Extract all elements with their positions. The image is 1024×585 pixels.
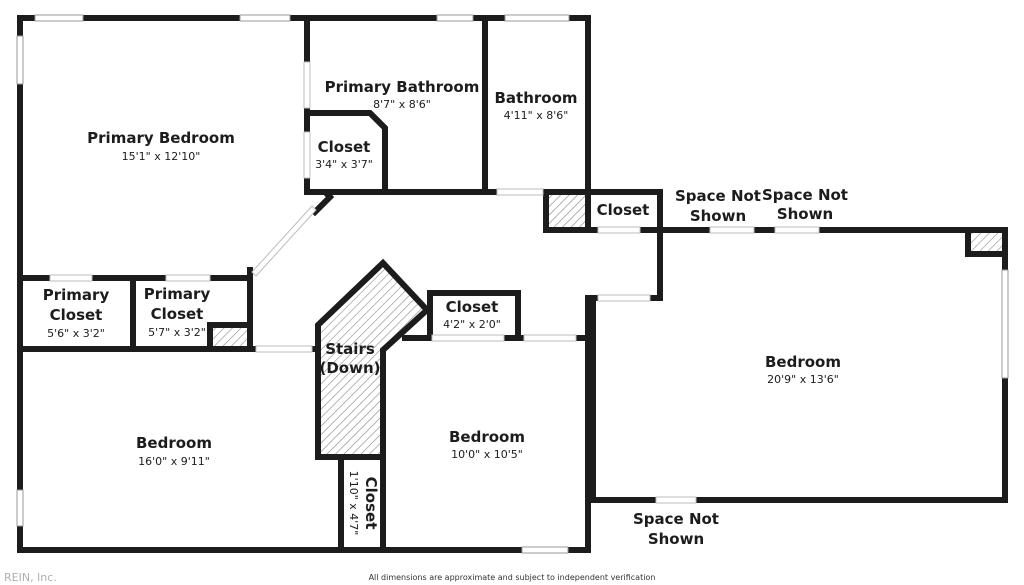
room-closet-mid: Closet 4'2" x 2'0" [443, 298, 501, 331]
room-name: Closet [446, 298, 499, 316]
room-closet-bath: Closet 3'4" x 3'7" [315, 138, 373, 171]
space-not-shown-line1: Space Not [675, 187, 761, 205]
room-name: Bedroom [136, 434, 212, 452]
space-not-shown-3: Space Not Shown [633, 510, 719, 548]
room-bedroom-left: Bedroom 16'0" x 9'11" [136, 434, 212, 468]
door-openings [49, 61, 820, 504]
room-bedroom-mid: Bedroom 10'0" x 10'5" [449, 428, 525, 461]
space-not-shown-1: Space Not Shown [675, 187, 761, 225]
room-name: Closet [597, 201, 650, 219]
mls-watermark: REIN, Inc. [4, 571, 57, 584]
room-closet-small: Closet 1'10" x 4'7" [347, 471, 380, 536]
room-bedroom-right: Bedroom 20'9" x 13'6" [765, 353, 841, 386]
room-name: Closet [362, 477, 380, 530]
disclaimer-note: All dimensions are approximate and subje… [369, 573, 656, 582]
chimney-hatch-left [213, 328, 248, 347]
room-name-line2: Closet [50, 306, 103, 324]
room-primary-bathroom: Primary Bathroom 8'7" x 8'6" [325, 78, 480, 111]
stairs-hatch [318, 263, 427, 455]
room-dims: 5'6" x 3'2" [47, 327, 105, 340]
space-not-shown-line2: Shown [648, 530, 704, 548]
room-name-line1: Primary [43, 286, 110, 304]
room-dims: 1'10" x 4'7" [347, 471, 360, 536]
room-name-line2: Closet [151, 305, 204, 323]
room-dims: 8'7" x 8'6" [373, 98, 431, 111]
stairs-label-line1: Stairs [325, 340, 375, 358]
room-dims: 5'7" x 3'2" [148, 326, 206, 339]
room-dims: 4'2" x 2'0" [443, 318, 501, 331]
room-name: Primary Bathroom [325, 78, 480, 96]
room-bathroom: Bathroom 4'11" x 8'6" [494, 89, 577, 122]
chimney-hatch-hall [549, 195, 585, 229]
stairs-label-line2: (Down) [319, 359, 380, 377]
room-name: Closet [318, 138, 371, 156]
space-not-shown-line1: Space Not [762, 186, 848, 204]
stairs-label: Stairs (Down) [319, 340, 380, 377]
space-not-shown-line2: Shown [777, 205, 833, 223]
space-not-shown-2: Space Not Shown [762, 186, 848, 223]
room-name: Bathroom [494, 89, 577, 107]
room-dims: 15'1" x 12'10" [122, 150, 201, 163]
room-dims: 4'11" x 8'6" [504, 109, 569, 122]
room-primary-bedroom: Primary Bedroom 15'1" x 12'10" [87, 129, 235, 163]
room-name: Primary Bedroom [87, 129, 235, 147]
room-primary-closet-1: Primary Closet 5'6" x 3'2" [43, 286, 110, 340]
room-dims: 10'0" x 10'5" [451, 448, 523, 461]
room-name: Bedroom [449, 428, 525, 446]
room-name: Bedroom [765, 353, 841, 371]
room-dims: 3'4" x 3'7" [315, 158, 373, 171]
space-not-shown-line2: Shown [690, 207, 746, 225]
room-primary-closet-2: Primary Closet 5'7" x 3'2" [144, 285, 211, 339]
room-closet-hall: Closet [597, 201, 650, 219]
space-not-shown-line1: Space Not [633, 510, 719, 528]
room-dims: 20'9" x 13'6" [767, 373, 839, 386]
room-name-line1: Primary [144, 285, 211, 303]
windows [16, 14, 1009, 554]
chimney-hatch-right [970, 232, 1002, 252]
room-dims: 16'0" x 9'11" [138, 455, 210, 468]
